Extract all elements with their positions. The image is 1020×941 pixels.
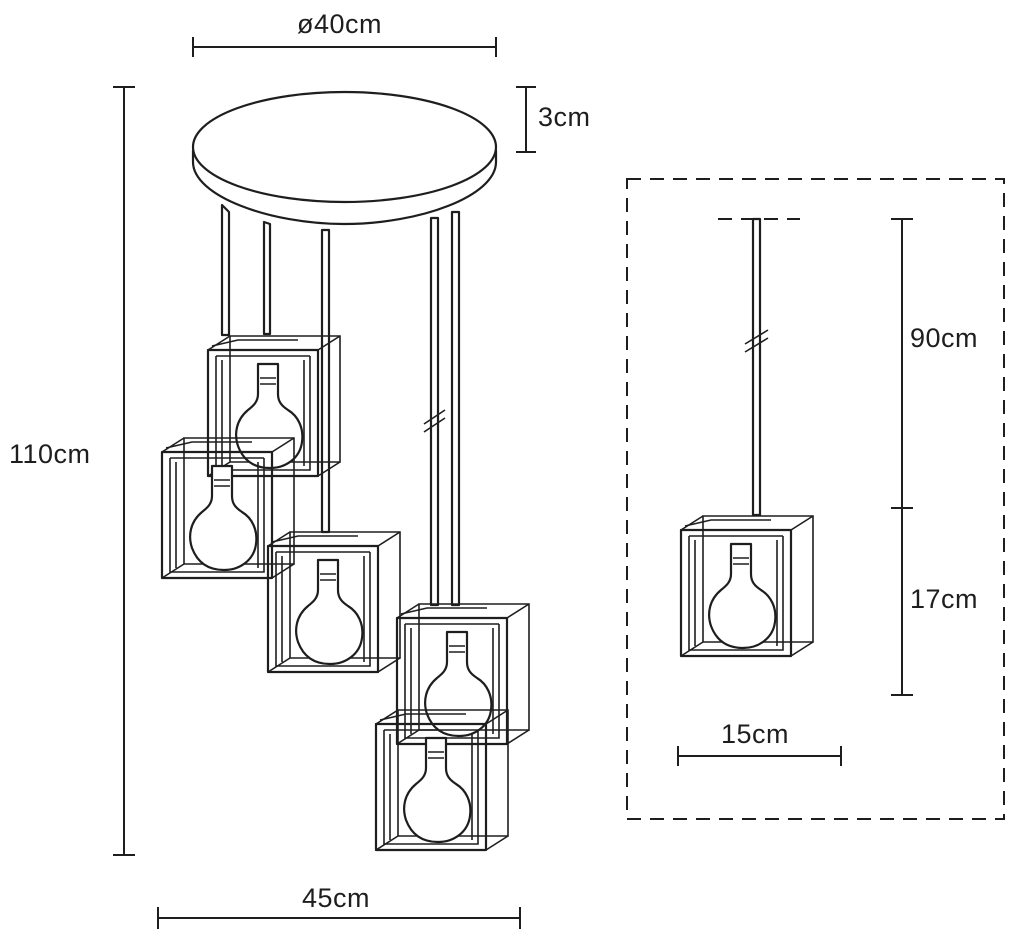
single-pendant-lamp-drawing [679, 514, 815, 658]
cable-length-label: 90cm [910, 323, 979, 353]
cage-shade-icon [160, 334, 531, 852]
cables [220, 203, 461, 607]
shade-width-label: 15cm [721, 719, 790, 749]
total-width-label: 45cm [302, 883, 371, 913]
canopy-height-label: 3cm [538, 102, 591, 132]
canopy-height-dimension [516, 86, 536, 153]
pendant-lamp-cluster-drawing [160, 90, 531, 852]
canopy-icon [191, 90, 498, 226]
total-height-dimension [113, 86, 135, 856]
single-lamp-detail-box [626, 178, 1005, 820]
cable-length-dimension [891, 218, 913, 509]
total-height-label: 110cm [9, 439, 91, 469]
canopy-diameter-label: ø40cm [297, 9, 383, 39]
canopy-diameter-dimension [192, 37, 497, 57]
shade-height-label: 17cm [910, 584, 979, 614]
shade-height-dimension [891, 508, 913, 696]
total-width-dimension [157, 907, 521, 929]
shade-width-dimension [677, 746, 842, 766]
